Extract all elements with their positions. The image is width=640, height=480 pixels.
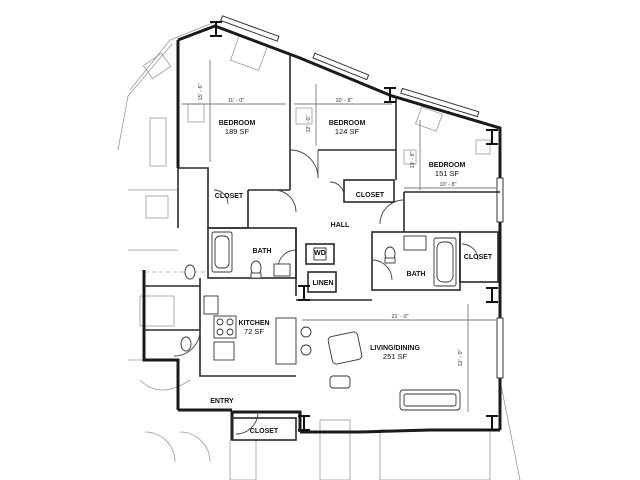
closet4-label: CLOSET	[250, 428, 279, 435]
doors	[173, 149, 479, 435]
bedroom2-label: BEDROOM	[329, 120, 366, 127]
section-marker	[486, 415, 498, 431]
entry-label: ENTRY	[210, 398, 234, 405]
armchair	[327, 331, 363, 365]
section-marker	[486, 129, 498, 145]
bath2-label: BATH	[407, 271, 426, 278]
door-bedroom3	[379, 199, 405, 225]
window-bedroom1	[220, 15, 280, 42]
bedroom3-depth-dim: 13' - 8"	[410, 151, 416, 168]
section-marker	[210, 21, 222, 37]
bedroom3-label: BEDROOM	[429, 162, 466, 169]
bedroom1-width-dim: 11' - 0"	[228, 98, 245, 104]
sink-bath1	[273, 263, 291, 277]
section-markers	[210, 21, 498, 431]
section-marker	[486, 287, 498, 303]
room-labels: BEDROOM 189 SF BEDROOM 124 SF BEDROOM 15…	[210, 120, 493, 435]
kitchen-sink	[213, 341, 235, 361]
door-entry	[173, 329, 201, 357]
living-area: 251 SF	[383, 352, 408, 361]
dimension-lines	[182, 60, 496, 412]
window-living	[496, 317, 504, 379]
windows	[220, 15, 504, 379]
door-bedroom1	[273, 189, 297, 213]
closet1-label: CLOSET	[215, 193, 244, 200]
bedroom1-area: 189 SF	[225, 127, 250, 136]
living-width-dim: 21' - 0"	[391, 314, 408, 320]
kitchen-island	[275, 317, 297, 365]
washer-dryer	[313, 247, 327, 261]
bedroom2-depth-dim: 12' - 0"	[306, 115, 312, 132]
wd-label: WD	[314, 250, 326, 257]
bedroom3-area: 151 SF	[435, 169, 460, 178]
closet2-label: CLOSET	[356, 192, 385, 199]
section-marker	[298, 415, 310, 431]
dimension-texts: 11' - 0" 15' - 6" 10' - 8" 12' - 0" 10' …	[198, 83, 464, 366]
linen-label: LINEN	[313, 280, 334, 287]
door-bath2	[371, 259, 393, 281]
bath1-label: BATH	[253, 248, 272, 255]
fixtures	[180, 103, 461, 411]
door-closet-bed1	[213, 189, 229, 205]
door-closet-entry	[235, 411, 259, 435]
section-marker	[298, 285, 310, 301]
interior-walls	[144, 55, 500, 441]
bedroom1-label: BEDROOM	[219, 120, 256, 127]
bedroom2-width-dim: 10' - 8"	[335, 98, 352, 104]
living-label: LIVING/DINING	[370, 345, 420, 352]
bedroom2-area: 124 SF	[335, 127, 360, 136]
section-marker	[384, 87, 396, 103]
kitchen-label: KITCHEN	[238, 320, 269, 327]
range	[213, 315, 237, 339]
bedroom3-width-dim: 10' - 8"	[439, 182, 456, 188]
door-closet-hall	[329, 181, 345, 197]
door-closet-bath2	[461, 243, 479, 261]
sink-bath2	[403, 235, 427, 251]
living-depth-dim: 12' - 0"	[458, 349, 464, 366]
hall-label: HALL	[331, 222, 350, 229]
bedroom1-depth-dim: 15' - 6"	[198, 83, 204, 100]
fridge	[203, 295, 219, 315]
door-bedroom2	[289, 149, 319, 179]
closet3-label: CLOSET	[464, 254, 493, 261]
window-bedroom2	[312, 52, 370, 81]
window-bedroom3-side	[496, 177, 504, 223]
kitchen-area: 72 SF	[244, 327, 264, 336]
window-bedroom3	[400, 87, 480, 118]
